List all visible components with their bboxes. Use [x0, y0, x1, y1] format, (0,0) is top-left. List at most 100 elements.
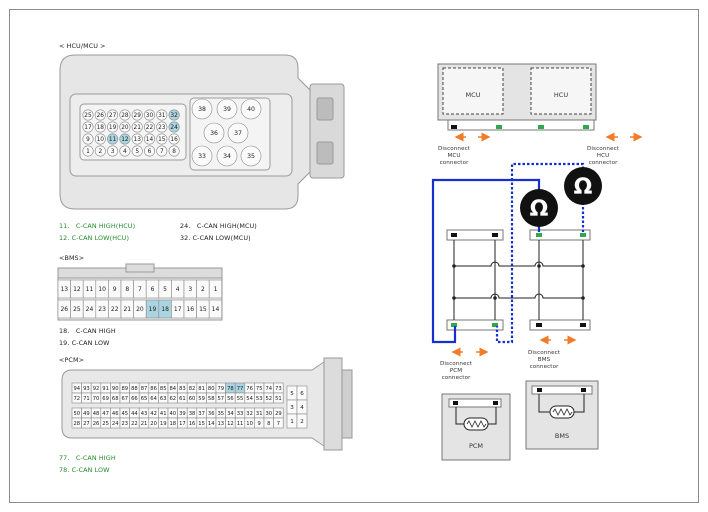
bms-pin-label: 6 — [151, 286, 155, 293]
note-pin-18: 18. C-CAN HIGH — [59, 327, 116, 335]
hcu-pin — [107, 109, 119, 121]
pcm-pin-label: 23 — [121, 421, 128, 427]
pcm-pin-label: 18 — [169, 421, 176, 427]
pcm-pin-label: 88 — [131, 386, 138, 392]
pcm-pin-label: 90 — [112, 386, 119, 392]
pcm-pin-label: 17 — [179, 421, 186, 427]
pcm-pin-label: 75 — [256, 386, 263, 392]
bms-side-connector-top — [529, 229, 591, 241]
pcm-pin-label: 36 — [208, 411, 215, 417]
pcm-pin-label: 70 — [93, 396, 100, 402]
pcm-pin — [273, 417, 284, 429]
hcu-pin-label: 18 — [97, 125, 105, 131]
pcm-pin-label: 46 — [112, 411, 119, 417]
pcm-pin-label: 65 — [141, 396, 148, 402]
pcm-pin-label: 74 — [265, 386, 272, 392]
pcm-pin-label: 81 — [198, 386, 205, 392]
mcu-pin-black — [451, 125, 457, 129]
pcm-pin-label: 86 — [150, 386, 157, 392]
hcu-pin — [168, 109, 180, 121]
hcu-pin — [144, 145, 156, 157]
hcu-pin — [94, 109, 106, 121]
note-pin-12: 12. C-CAN LOW(HCU) — [59, 234, 130, 242]
mcu-label: MCU — [466, 91, 481, 99]
pcm-pin-label: 58 — [208, 396, 215, 402]
note-pin-24: 24. C-CAN HIGH(MCU) — [180, 222, 257, 230]
hcu-pin — [94, 145, 106, 157]
pcm-pin-label: 66 — [131, 396, 138, 402]
hcu-big-pin — [191, 145, 213, 167]
hcu-pin-label: 12 — [121, 137, 129, 143]
bms-pin-label: 15 — [199, 306, 207, 313]
bms-pin-label: 12 — [73, 286, 81, 293]
hcu-pin-label: 13 — [134, 137, 142, 143]
bms-pin-label: 23 — [98, 306, 106, 313]
bms-pin-label: 9 — [113, 286, 117, 293]
hcu-pin-label: 2 — [98, 149, 102, 155]
note-pin-78: 78. C-CAN LOW — [59, 466, 110, 474]
hcu-big-pin-label: 38 — [198, 106, 206, 113]
hcu-big-pin — [191, 98, 213, 120]
pcm-pin-label: 14 — [208, 421, 215, 427]
pcm-side-connector-top — [446, 229, 504, 241]
pcm-side-pin-label: 2 — [300, 419, 304, 425]
hcu-pin — [119, 133, 131, 145]
pcm-module — [441, 393, 511, 461]
hcu-pin-green-2 — [583, 125, 589, 129]
bms-pin-label: 4 — [176, 286, 180, 293]
hcu-big-pin-label: 36 — [210, 130, 218, 137]
pcm-pin-label: 92 — [93, 386, 100, 392]
pcm-pin-label: 53 — [256, 396, 263, 402]
hcu-pin-label: 3 — [111, 149, 115, 155]
hcu-big-pin — [240, 98, 262, 120]
pcm-pin-label: 64 — [150, 396, 157, 402]
hcu-pin — [107, 145, 119, 157]
bms-pin-label: 24 — [86, 306, 94, 313]
hcu-pin — [156, 121, 168, 133]
pcm-pin-label: 15 — [198, 421, 205, 427]
note-pin-11: 11. C-CAN HIGH(HCU) — [59, 222, 136, 230]
hcu-pin — [168, 145, 180, 157]
bms-pin-label: 3 — [188, 286, 192, 293]
pcm-pin-label: 40 — [169, 411, 176, 417]
pcm-pin-label: 31 — [256, 411, 263, 417]
pcm-pin-label: 78 — [227, 386, 234, 392]
pcm-pin-label: 59 — [198, 396, 205, 402]
bms-pin-label: 5 — [163, 286, 167, 293]
pcm-pin-label: 68 — [112, 396, 119, 402]
pcm-pin-label: 44 — [131, 411, 138, 417]
hcu-pin — [131, 133, 143, 145]
bms-module-label: BMS — [555, 432, 569, 440]
pcm-connector — [61, 357, 353, 451]
hcu-pin — [107, 121, 119, 133]
hcu-pin — [119, 109, 131, 121]
hcu-big-pin — [240, 145, 262, 167]
pcm-pin-label: 22 — [131, 421, 138, 427]
pcm-pin-label: 24 — [112, 421, 119, 427]
pcm-pin-label: 67 — [121, 396, 128, 402]
bms-pin-label: 13 — [60, 286, 68, 293]
hcu-pin — [168, 121, 180, 133]
hcu-pin-label: 28 — [121, 113, 129, 119]
hcu-pin — [168, 133, 180, 145]
hcu-pin-label: 27 — [109, 113, 117, 119]
pcm-pin-label: 63 — [160, 396, 167, 402]
pcm-pin-label: 33 — [237, 411, 244, 417]
pcm-pin-label: 87 — [141, 386, 148, 392]
pcm-module-label: PCM — [469, 442, 483, 450]
pcm-pin-label: 12 — [227, 421, 234, 427]
disconnect-mcu-label: Disconnect MCU connector — [438, 146, 471, 167]
svg-text:Ω: Ω — [530, 197, 549, 222]
page-frame — [9, 9, 699, 503]
bms-pin-label: 8 — [125, 286, 129, 293]
hcu-pin — [94, 121, 106, 133]
note-pin-19: 19. C-CAN LOW — [59, 339, 110, 347]
hcu-pin-label: 11 — [109, 137, 117, 143]
hcu-big-pin — [216, 145, 238, 167]
bms-pin-label: 1 — [214, 286, 218, 293]
pcm-pin-label: 21 — [141, 421, 148, 427]
disconnect-pcm-label: Disconnect PCM connector — [440, 361, 473, 382]
pcm-pin-label: 8 — [267, 421, 270, 427]
